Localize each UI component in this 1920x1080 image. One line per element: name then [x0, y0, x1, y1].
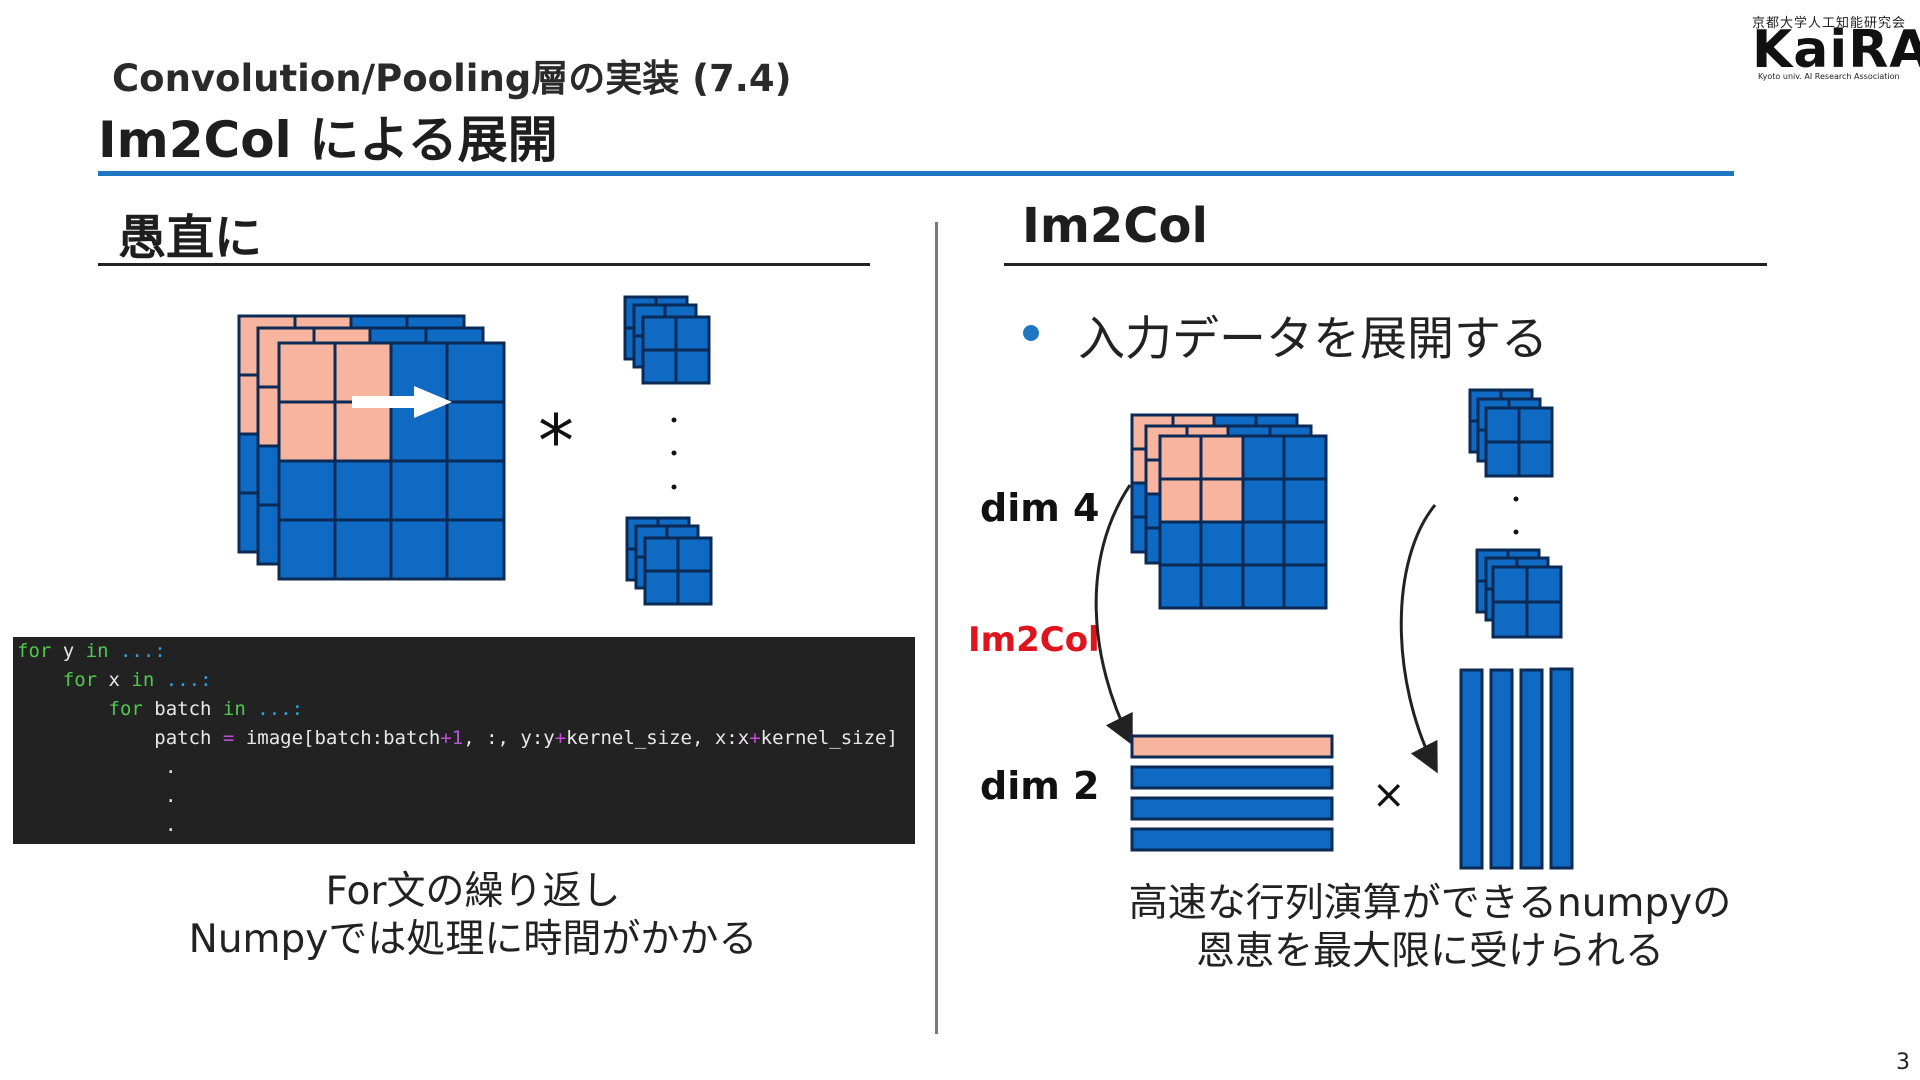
- im2col-kernel-bottom: [1475, 548, 1563, 639]
- code-line-patch: patch = image[batch:batch+1, :, y:y+kern…: [154, 727, 898, 749]
- slide-subtitle: Convolution/Pooling層の実装 (7.4): [112, 57, 792, 100]
- im2col-channel-front: [1158, 434, 1328, 610]
- im2col-curved-arrow: [1094, 484, 1133, 746]
- kernel-top: [623, 295, 711, 385]
- input-channel-front: [277, 341, 506, 581]
- right-caption: 高速な行列演算ができるnumpyの 恩恵を最大限に受けられる: [1070, 880, 1790, 976]
- title-underline: [98, 171, 1734, 176]
- right-caption-line2: 恩恵を最大限に受けられる: [1195, 929, 1664, 974]
- im2col-kernel-dots: [1513, 496, 1519, 535]
- left-caption: For文の繰り返し Numpyでは処理に時間がかかる: [163, 868, 783, 964]
- right-heading: Im2Col: [1022, 198, 1208, 254]
- kernel-curved-arrow: [1399, 504, 1438, 774]
- page-number: 3: [1896, 1050, 1910, 1075]
- multiply-operator: ×: [1372, 772, 1406, 818]
- section-divider: [935, 222, 938, 1034]
- right-heading-rule: [1004, 263, 1767, 266]
- im2col-row-matrix: [1130, 734, 1334, 852]
- kernel-bottom: [625, 516, 713, 606]
- left-caption-line2: Numpyでは処理に時間がかかる: [188, 917, 758, 962]
- code-line-1: for y in ...:: [17, 640, 166, 662]
- right-caption-line1: 高速な行列演算ができるnumpyの: [1128, 881, 1732, 926]
- logo-name: KaiRA: [1752, 20, 1920, 80]
- im2col-column-matrix: [1459, 667, 1574, 870]
- im2col-kernel-top: [1468, 388, 1554, 478]
- left-diagram: *: [237, 295, 713, 606]
- input-tensor-stack: [237, 314, 506, 581]
- dim2-label: dim 2: [980, 764, 1100, 808]
- code-block: for y in ...: for x in ...: for batch in…: [13, 637, 915, 844]
- im2col-arrow-label: Im2Col: [968, 620, 1100, 660]
- dim4-label: dim 4: [980, 486, 1100, 530]
- left-heading: 愚直に: [118, 210, 263, 266]
- convolution-operator: *: [538, 399, 574, 483]
- code-dot-1: .: [165, 756, 177, 778]
- right-diagram: ×: [1094, 388, 1574, 870]
- slide-arrow-icon: [352, 386, 452, 418]
- logo-tagline: Kyoto univ. AI Research Association: [1758, 72, 1900, 81]
- code-line-2: for x in ...:: [62, 669, 212, 691]
- left-caption-line1: For文の繰り返し: [325, 869, 621, 914]
- left-heading-rule: [98, 263, 870, 266]
- code-line-3: for batch in ...:: [108, 698, 304, 720]
- kernel-vertical-dots: [671, 417, 677, 490]
- im2col-input-stack: [1130, 413, 1328, 610]
- bullet-text: 入力データを展開する: [1078, 312, 1548, 367]
- code-dot-3: .: [165, 814, 177, 836]
- code-dot-2: .: [165, 785, 177, 807]
- logo-top-text: 京都大学人工知能研究会: [1752, 16, 1907, 31]
- slide-title: Im2Col による展開: [98, 111, 558, 169]
- bullet-icon: [1023, 325, 1039, 341]
